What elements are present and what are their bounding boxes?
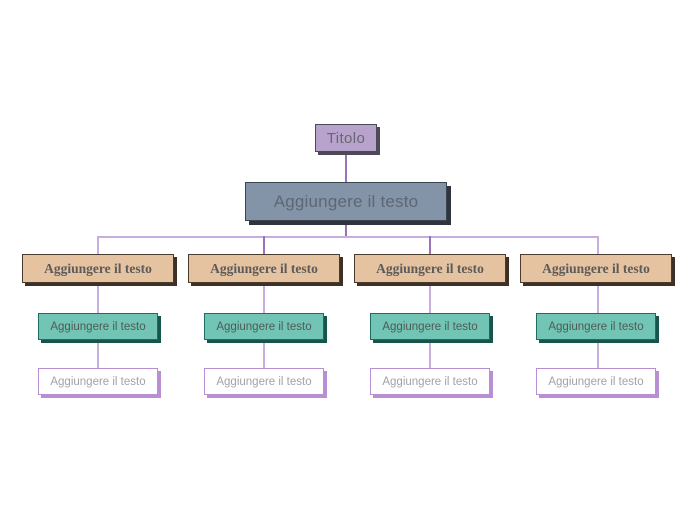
connector-drop-2 xyxy=(263,236,265,255)
node-branch-2[interactable]: Aggiungere il testo xyxy=(188,254,340,283)
connector-sub2-to-leaf xyxy=(263,340,265,368)
connector-branch4-to-sub xyxy=(597,283,599,313)
node-subtitle[interactable]: Aggiungere il testo xyxy=(245,182,447,221)
node-branch-3[interactable]: Aggiungere il testo xyxy=(354,254,506,283)
connector-drop-1 xyxy=(97,236,99,255)
node-sub-branch-3[interactable]: Aggiungere il testo xyxy=(370,313,490,340)
node-sub-branch-2[interactable]: Aggiungere il testo xyxy=(204,313,324,340)
connector-drop-4 xyxy=(597,236,599,255)
connector-drop-3 xyxy=(429,236,431,255)
connector-bus-right xyxy=(345,236,598,238)
connector-branch3-to-sub xyxy=(429,283,431,313)
connector-bus-left xyxy=(97,236,346,238)
node-title[interactable]: Titolo xyxy=(315,124,377,152)
node-branch-1[interactable]: Aggiungere il testo xyxy=(22,254,174,283)
node-leaf-1[interactable]: Aggiungere il testo xyxy=(38,368,158,395)
connector-sub4-to-leaf xyxy=(597,340,599,368)
connector-branch1-to-sub xyxy=(97,283,99,313)
connector-sub3-to-leaf xyxy=(429,340,431,368)
node-sub-branch-4[interactable]: Aggiungere il testo xyxy=(536,313,656,340)
connector-branch2-to-sub xyxy=(263,283,265,313)
node-branch-4[interactable]: Aggiungere il testo xyxy=(520,254,672,283)
node-leaf-3[interactable]: Aggiungere il testo xyxy=(370,368,490,395)
connector-subtitle-down xyxy=(345,221,347,237)
node-leaf-2[interactable]: Aggiungere il testo xyxy=(204,368,324,395)
node-leaf-4[interactable]: Aggiungere il testo xyxy=(536,368,656,395)
connector-sub1-to-leaf xyxy=(97,340,99,368)
node-sub-branch-1[interactable]: Aggiungere il testo xyxy=(38,313,158,340)
connector-title-to-subtitle xyxy=(345,152,347,182)
